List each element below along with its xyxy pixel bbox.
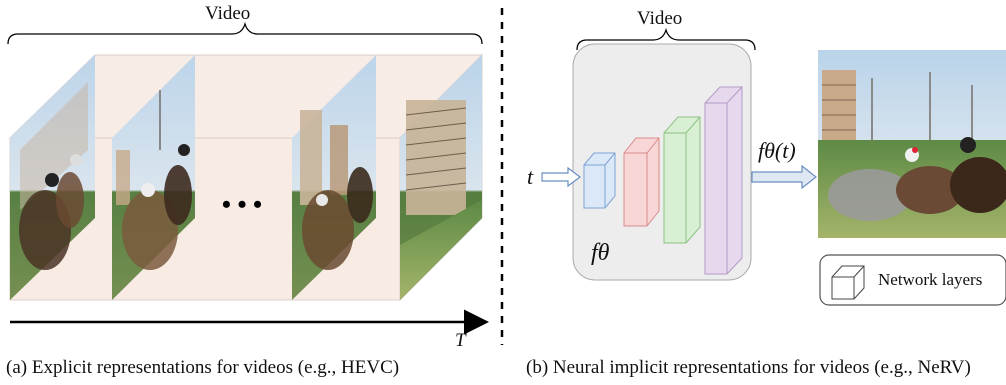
output-video-frame (818, 50, 1006, 238)
frames-ellipsis: • • • (222, 190, 262, 219)
video-frame-2 (112, 55, 195, 300)
video-label-left: Video (205, 3, 251, 24)
network-layer-icon (831, 265, 865, 300)
network-layer-1 (583, 152, 616, 209)
input-t-label: t (527, 164, 534, 189)
time-axis-label: T (455, 330, 466, 351)
video-brace-left (7, 21, 483, 45)
output-arrow (751, 164, 817, 190)
video-frame-3 (292, 55, 376, 300)
video-frame-1 (10, 55, 95, 300)
network-layer-3 (663, 116, 701, 244)
caption-left: (a) Explicit representations for videos … (6, 357, 400, 378)
network-f-theta-label: fθ (591, 240, 610, 266)
video-frame-4 (400, 55, 482, 300)
video-brace-right (576, 27, 756, 51)
legend-box (819, 254, 1006, 306)
output-f-theta-t-label: fθ(t) (758, 138, 796, 163)
video-label-right: Video (637, 8, 683, 29)
network-layer-4 (704, 86, 743, 275)
legend-label: Network layers (878, 270, 983, 289)
caption-right: (b) Neural implicit representations for … (526, 357, 971, 378)
network-layer-2 (623, 137, 660, 227)
input-arrow (541, 166, 581, 188)
